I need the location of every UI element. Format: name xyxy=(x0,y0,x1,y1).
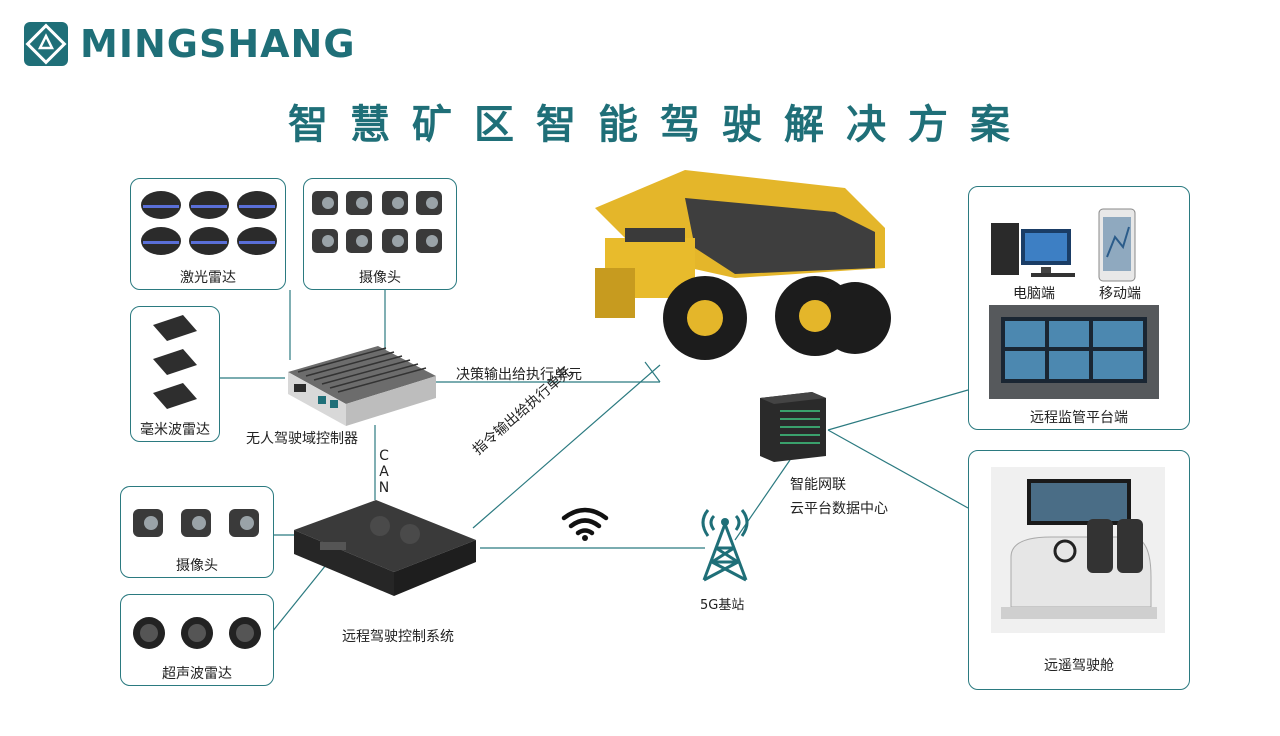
computer-icon xyxy=(991,223,1075,277)
remote-control-device xyxy=(290,496,480,600)
domain-controller-device xyxy=(278,340,438,428)
lidar-icon xyxy=(141,191,277,255)
camera-top-panel: 摄像头 xyxy=(303,178,457,290)
ultrasonic-sensor-icon xyxy=(133,617,261,649)
monitor-platform-label: 远程监管平台端 xyxy=(1030,410,1128,426)
video-wall-icon xyxy=(1001,317,1147,383)
mmwave-radar-icon xyxy=(153,315,197,409)
monitor-platform-panel: 电脑端 移动端 远程监管平台端 xyxy=(968,186,1190,430)
camera-top-label: 摄像头 xyxy=(359,270,401,286)
cloud-label-line1: 智能网联 xyxy=(790,477,846,493)
camera-icon xyxy=(133,509,259,537)
mining-truck-image xyxy=(585,168,905,364)
cockpit-image xyxy=(991,467,1165,633)
camera-bottom-label: 摄像头 xyxy=(176,558,218,574)
ultrasonic-label: 超声波雷达 xyxy=(162,666,232,682)
5g-station-label: 5G基站 xyxy=(700,598,745,613)
ultrasonic-panel: 超声波雷达 xyxy=(120,594,274,686)
5g-tower-icon xyxy=(690,504,760,584)
controller-icon xyxy=(288,346,436,426)
line-cloud-monitor xyxy=(827,389,969,431)
domain-controller-label: 无人驾驶域控制器 xyxy=(246,431,358,447)
line-5g-cloud xyxy=(734,459,791,541)
brand-logo-icon xyxy=(24,22,68,66)
line-command xyxy=(472,364,661,529)
mobile-label: 移动端 xyxy=(1099,286,1141,302)
lidar-panel: 激光雷达 xyxy=(130,178,286,290)
monitor-wall-image xyxy=(989,305,1159,399)
line-ultrasonic xyxy=(271,559,331,633)
line-cloud-cockpit xyxy=(827,429,969,509)
pc-label: 电脑端 xyxy=(1013,286,1055,302)
mobile-phone-icon xyxy=(1098,208,1136,282)
mining-truck-icon xyxy=(595,170,891,360)
driving-simulator-icon xyxy=(1001,479,1157,619)
mmwave-label: 毫米波雷达 xyxy=(140,422,210,438)
cockpit-label: 远遥驾驶舱 xyxy=(1044,658,1114,674)
decision-link-label: 决策输出给执行单元 xyxy=(456,367,582,383)
mmwave-panel: 毫米波雷达 xyxy=(130,306,220,442)
camera-bottom-panel: 摄像头 xyxy=(120,486,274,578)
cloud-label-line2: 云平台数据中心 xyxy=(790,501,888,517)
remote-control-label: 远程驾驶控制系统 xyxy=(342,629,454,645)
remote-control-box-icon xyxy=(294,500,476,596)
page-title: 智慧矿区智能驾驶解决方案 xyxy=(288,102,1032,148)
server-icon xyxy=(758,390,828,462)
lidar-label: 激光雷达 xyxy=(180,270,236,286)
cockpit-panel: 远遥驾驶舱 xyxy=(968,450,1190,690)
brand-name: MINGSHANG xyxy=(80,22,356,66)
camera-icon xyxy=(312,191,442,253)
can-label: CAN xyxy=(378,448,390,496)
wifi-icon xyxy=(560,506,610,542)
